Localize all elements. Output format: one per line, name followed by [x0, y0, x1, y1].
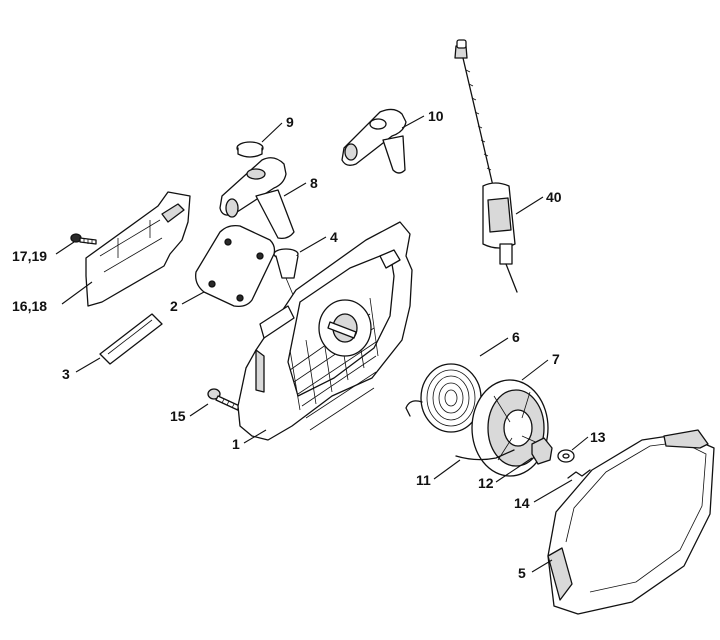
- part-6-rewind-spring: [405, 363, 482, 433]
- part-14-spring-clip: [567, 469, 591, 479]
- callout-7: 7: [552, 351, 560, 367]
- part-9-grip-cap: [236, 141, 264, 158]
- callout-6: 6: [512, 329, 520, 345]
- callout-12: 12: [478, 475, 494, 491]
- part-5-cover: [547, 429, 715, 615]
- leader-17-19: [55, 241, 75, 255]
- callout-14: 14: [514, 495, 530, 511]
- callout-40: 40: [546, 189, 562, 205]
- leader-5: [531, 559, 553, 573]
- part-10-starter-grip-alt: [341, 108, 407, 174]
- leader-2: [181, 291, 205, 305]
- callout-13: 13: [590, 429, 606, 445]
- leader-4: [299, 236, 327, 253]
- part-3-plate: [99, 313, 163, 365]
- part-13-washer: [557, 449, 575, 463]
- leader-15: [189, 403, 209, 417]
- part-8-starter-grip: [219, 157, 295, 240]
- part-2-gasket: [195, 224, 276, 308]
- leader-lines: [55, 115, 589, 573]
- leader-13: [571, 436, 589, 451]
- part-1-fan-housing: [237, 221, 413, 441]
- part-40-starter-rope-assembly: [454, 39, 518, 293]
- callout-17-19: 17,19: [12, 248, 47, 264]
- callout-8: 8: [310, 175, 318, 191]
- part-4-rope-guide-bush: [273, 248, 299, 303]
- part-7-rope-rotor: [471, 379, 549, 477]
- leader-14: [533, 479, 573, 503]
- callout-16-18: 16,18: [12, 298, 47, 314]
- callout-4: 4: [330, 229, 338, 245]
- part-12-pawl: [531, 437, 553, 465]
- leader-9: [261, 122, 283, 143]
- leader-16-18: [61, 281, 93, 305]
- callout-5: 5: [518, 565, 526, 581]
- leader-3: [75, 357, 101, 373]
- callout-10: 10: [428, 108, 444, 124]
- callout-labels: 9 10 8 4 40 17,19 16,18 2 3 6 7 15 1 13 …: [12, 108, 606, 581]
- leader-1: [243, 429, 267, 444]
- leader-7: [521, 359, 549, 381]
- callout-9: 9: [286, 114, 294, 130]
- part-15-screw: [207, 388, 245, 413]
- leader-10: [401, 115, 425, 129]
- part-16-18-cover-plate: [85, 191, 191, 307]
- leader-6: [479, 337, 509, 357]
- callout-2: 2: [170, 298, 178, 314]
- callout-11: 11: [416, 472, 431, 488]
- callout-1: 1: [232, 436, 240, 452]
- callout-3: 3: [62, 366, 70, 382]
- leader-8: [283, 182, 307, 197]
- part-17-19-screw: [70, 233, 97, 245]
- leader-40: [515, 196, 544, 215]
- leader-12: [495, 457, 533, 483]
- leader-11: [433, 459, 461, 480]
- callout-15: 15: [170, 408, 186, 424]
- part-11-starter-rope: [455, 449, 515, 461]
